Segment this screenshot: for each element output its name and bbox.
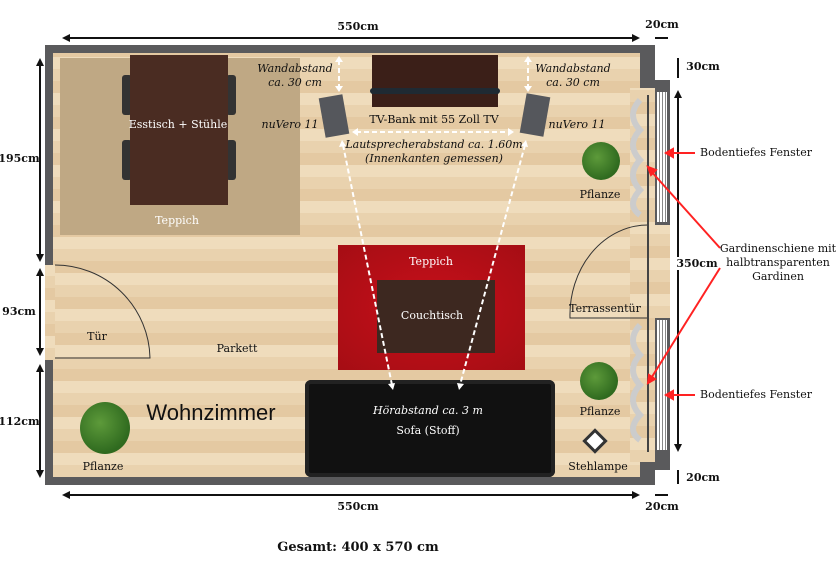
wall-distance-right: ca. 30 cm [546, 76, 600, 89]
chair [122, 75, 132, 115]
coffee-table-label: Couchtisch [400, 309, 464, 322]
lamp-label: Stehlampe [568, 460, 628, 473]
terrace-door-opening [650, 225, 670, 318]
dim-bottom-width: 550cm [337, 500, 379, 513]
sofa-label: Sofa (Stoff) [396, 424, 460, 437]
window-frame-top [657, 92, 667, 222]
dim-left-bottom: 112cm [0, 415, 40, 428]
window-label: Bodentiefes Fenster [700, 146, 812, 159]
tv [370, 88, 500, 94]
sofa [305, 380, 555, 477]
curtain-label: halbtransparenten [726, 256, 830, 269]
dim-right-top: 30cm [686, 60, 720, 73]
door-opening [45, 265, 55, 360]
plant-label: Pflanze [82, 460, 124, 473]
plant-icon [582, 142, 620, 180]
room-title: Wohnzimmer [146, 400, 276, 425]
rug-center-label: Teppich [409, 255, 453, 268]
dining-label: Esstisch + Stühle [128, 118, 228, 131]
speaker-distance-note: (Innenkanten gemessen) [365, 152, 503, 165]
tv-label: TV-Bank mit 55 Zoll TV [369, 113, 499, 126]
window-label: Bodentiefes Fenster [700, 388, 812, 401]
curtain-label: Gardinenschiene mit [719, 242, 836, 255]
dim-top-right: 20cm [645, 18, 679, 31]
speaker-distance-label: Lautsprecherabstand ca. 1.60m [345, 138, 523, 151]
wall-distance-right: Wandabstand [535, 62, 611, 75]
dim-right-height: 350cm [676, 257, 718, 270]
window-frame-bottom [657, 320, 667, 450]
floor-label: Parkett [216, 342, 258, 355]
speaker-left-label: nuVero 11 [261, 118, 319, 131]
coffee-table [377, 280, 495, 353]
terrace-door-label: Terrassentür [569, 302, 641, 315]
dim-left-top: 195cm [0, 152, 40, 165]
curtain-label: Gardinen [752, 270, 804, 283]
dim-right-bottom: 20cm [686, 471, 720, 484]
listening-distance-label: Hörabstand ca. 3 m [373, 404, 483, 417]
dining-table [130, 55, 228, 205]
plant-label: Pflanze [579, 188, 621, 201]
curtains [630, 97, 645, 443]
door-label: Tür [87, 330, 107, 343]
chair [226, 140, 236, 180]
terrace-door-swing [569, 224, 649, 319]
dim-left-mid: 93cm [2, 305, 36, 318]
chair [226, 75, 236, 115]
door-swing [54, 264, 151, 359]
dim-top-width: 550cm [337, 20, 379, 33]
plant-icon [580, 362, 618, 400]
speaker-right-label: nuVero 11 [548, 118, 606, 131]
dim-bottom-right: 20cm [645, 500, 679, 513]
wall-distance-left: Wandabstand [257, 62, 333, 75]
wall-distance-left: ca. 30 cm [268, 76, 322, 89]
plant-icon [80, 402, 130, 454]
plant-label: Pflanze [579, 405, 621, 418]
rug-left-label: Teppich [155, 214, 199, 227]
tv-bench [372, 55, 498, 107]
total-size: Gesamt: 400 x 570 cm [277, 540, 439, 555]
chair [122, 140, 132, 180]
